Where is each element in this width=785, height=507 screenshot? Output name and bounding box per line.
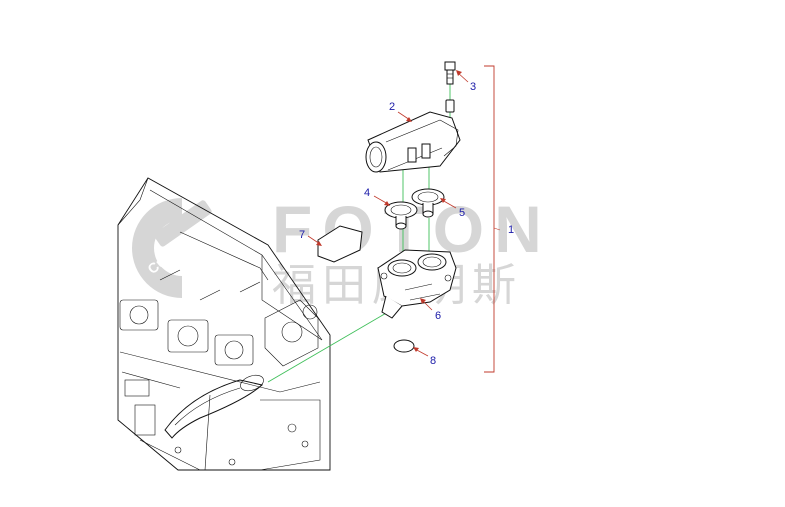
callout-3: 3 — [456, 70, 476, 93]
callouts: 1 2 3 4 5 6 7 — [299, 70, 514, 367]
bolt-part — [444, 61, 456, 113]
callout-6: 6 — [420, 298, 441, 322]
thermostat-housing-part — [377, 249, 457, 319]
callout-4-label: 4 — [364, 187, 370, 199]
callout-2-label: 2 — [389, 101, 395, 113]
assembly-bracket — [484, 65, 501, 373]
housing-cover-part — [365, 111, 461, 173]
callout-7: 7 — [299, 229, 322, 246]
callout-2: 2 — [389, 101, 412, 122]
callout-6-label: 6 — [435, 310, 441, 322]
callout-7-label: 7 — [299, 229, 305, 241]
o-ring-part — [393, 339, 415, 353]
gasket-part — [317, 225, 363, 263]
callout-8: 8 — [413, 347, 436, 367]
callout-3-label: 3 — [470, 81, 476, 93]
thermostat-right-part — [411, 188, 445, 218]
engine-block — [117, 177, 331, 471]
callout-1: 1 — [508, 224, 514, 236]
callout-5-label: 5 — [459, 207, 465, 219]
callout-8-label: 8 — [430, 355, 436, 367]
cummins-logo: Cummins — [132, 198, 212, 298]
thermostat-left-part — [384, 201, 418, 230]
callout-5: 5 — [440, 198, 465, 219]
callout-1-label: 1 — [508, 224, 514, 236]
callout-4: 4 — [364, 187, 390, 206]
